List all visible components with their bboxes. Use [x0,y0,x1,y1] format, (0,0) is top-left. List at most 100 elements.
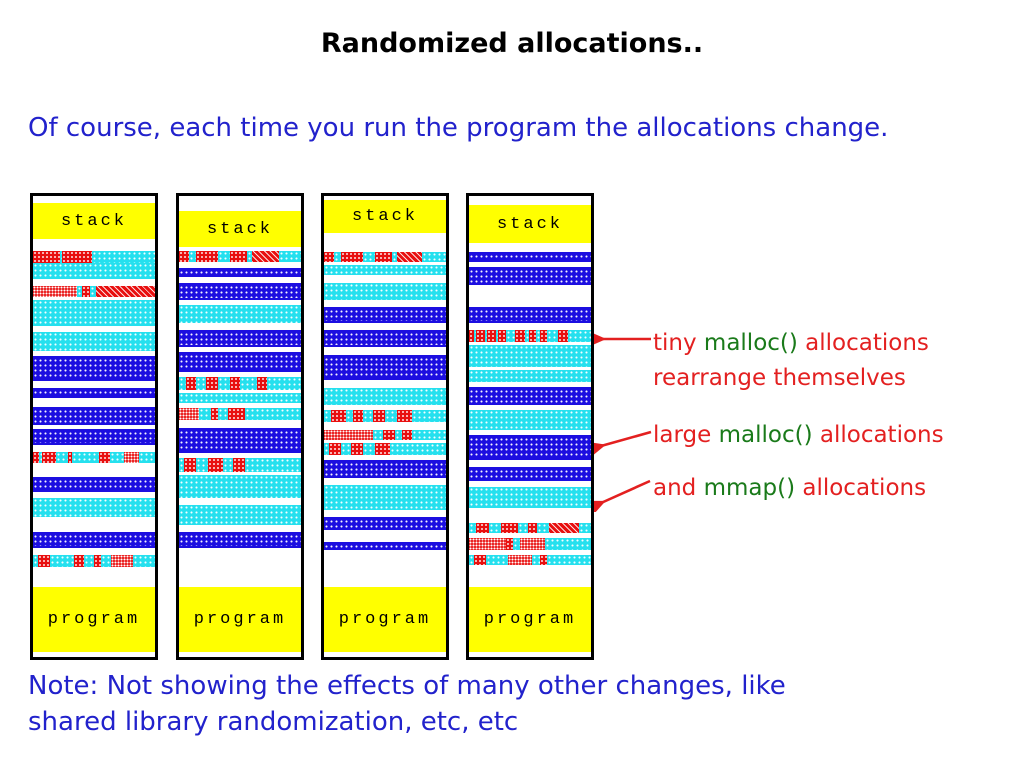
segment-cyan [532,555,540,565]
segment-cyan [179,458,184,472]
segment-cyan [536,330,540,342]
memory-band-tiny [33,286,155,297]
segment-cyan [39,452,42,463]
segment-red-tiny-alloc [500,523,518,533]
memory-band-blue [33,356,155,381]
segment-cyan [56,452,69,463]
segment-red-tiny-alloc [397,410,412,422]
segment-red-tiny-alloc [33,251,60,263]
segment-cyan [389,443,446,455]
memory-band-blue [33,407,155,425]
segment-red-tiny-alloc [527,523,538,533]
stack-region: stack [324,200,446,233]
memory-band-tiny [469,523,591,533]
memory-band-cyan [469,345,591,367]
segment-cyan [525,330,529,342]
footer-note-line1: Note: Not showing the effects of many ot… [28,671,786,701]
segment-red-tiny-alloc [353,410,363,422]
segment-cyan [544,538,591,550]
segment-cyan [59,251,63,263]
memory-band-blue [33,532,155,548]
arrow-large-malloc [594,430,652,461]
segment-red-tiny-alloc [397,252,422,262]
program-region: program [33,587,155,652]
segment-cyan [222,458,233,472]
segment-red-tiny-alloc [476,523,489,533]
segment-cyan [473,330,477,342]
segment-cyan [188,251,197,262]
memory-band-tiny [469,538,591,550]
segment-red-tiny-alloc [382,430,395,440]
memory-band-tiny [324,252,446,262]
segment-red-tiny-alloc [62,251,92,263]
segment-cyan [372,430,383,440]
annotation-text-red: allocations [797,330,929,356]
annotation-line: tiny malloc() allocations [653,326,929,361]
segment-red-tiny-alloc [74,555,85,567]
segment-cyan [488,523,501,533]
segment-cyan [537,523,550,533]
memory-band-tiny [469,555,591,565]
memory-band-blue [324,517,446,530]
segment-red-tiny-alloc [505,538,513,550]
memory-band-blue [179,532,301,548]
segment-cyan [91,251,155,263]
stack-label: stack [60,211,127,231]
footer-note-line2: shared library randomization, etc, etc [28,707,519,737]
memory-band-cyan [179,393,301,403]
memory-band-tiny [324,410,446,422]
segment-red-tiny-alloc [196,251,219,262]
segment-cyan [484,330,488,342]
segment-red-tiny-alloc [227,408,245,420]
segment-red-tiny-alloc [230,377,240,390]
annotation-line: large malloc() allocations [653,418,944,453]
memory-band-blue [324,330,446,347]
segment-red-tiny-alloc [179,408,199,420]
segment-cyan [109,452,125,463]
memory-band-tiny [179,377,301,390]
segment-red-tiny-alloc [328,443,342,455]
annotation-mmap: and mmap() allocations [653,471,926,506]
segment-cyan [324,410,332,422]
segment-cyan [486,555,509,565]
memory-band-tiny [469,330,591,342]
segment-cyan [421,252,446,262]
segment-cyan [239,377,258,390]
segment-cyan [196,377,206,390]
segment-cyan [363,252,376,262]
segment-cyan [218,251,231,262]
segment-red-tiny-alloc [498,330,506,342]
segment-red-tiny-alloc [331,410,346,422]
segment-cyan [324,443,329,455]
memory-band-cyan [33,498,155,517]
segment-red-tiny-alloc [375,443,390,455]
memory-band-tiny [324,430,446,440]
memory-band-blue [469,307,591,323]
segment-cyan [517,523,528,533]
segment-red-tiny-alloc [93,555,102,567]
annotation-text-green: malloc() [703,330,798,356]
memory-band-blue [324,542,446,550]
annotation-text-red: large [653,422,719,448]
memory-band-blue [469,267,591,285]
segment-cyan [84,555,94,567]
program-label: program [483,610,577,629]
program-region: program [469,587,591,652]
memory-band-blue [469,435,591,460]
segment-cyan [363,410,373,422]
annotation-text-green: mmap() [703,475,796,501]
memory-band-tiny [179,251,301,262]
program-region: program [179,587,301,652]
segment-cyan [196,458,209,472]
memory-band-cyan [469,487,591,508]
memory-band-tiny [33,251,155,263]
memory-band-tiny [33,452,155,463]
segment-cyan [345,410,354,422]
segment-cyan [244,458,301,472]
segment-cyan [392,252,398,262]
segment-red-tiny-alloc [37,555,51,567]
segment-red-tiny-alloc [539,330,547,342]
memory-band-blue [469,252,591,262]
memory-band-blue [179,330,301,347]
